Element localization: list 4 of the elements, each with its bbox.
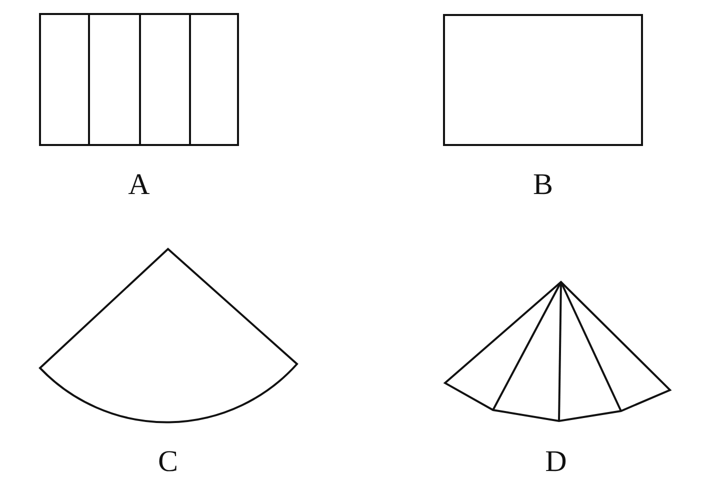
figure-label: D [545, 447, 567, 477]
figure-label: B [533, 170, 553, 200]
figure-label: A [128, 170, 150, 200]
figure-label: C [158, 447, 178, 477]
